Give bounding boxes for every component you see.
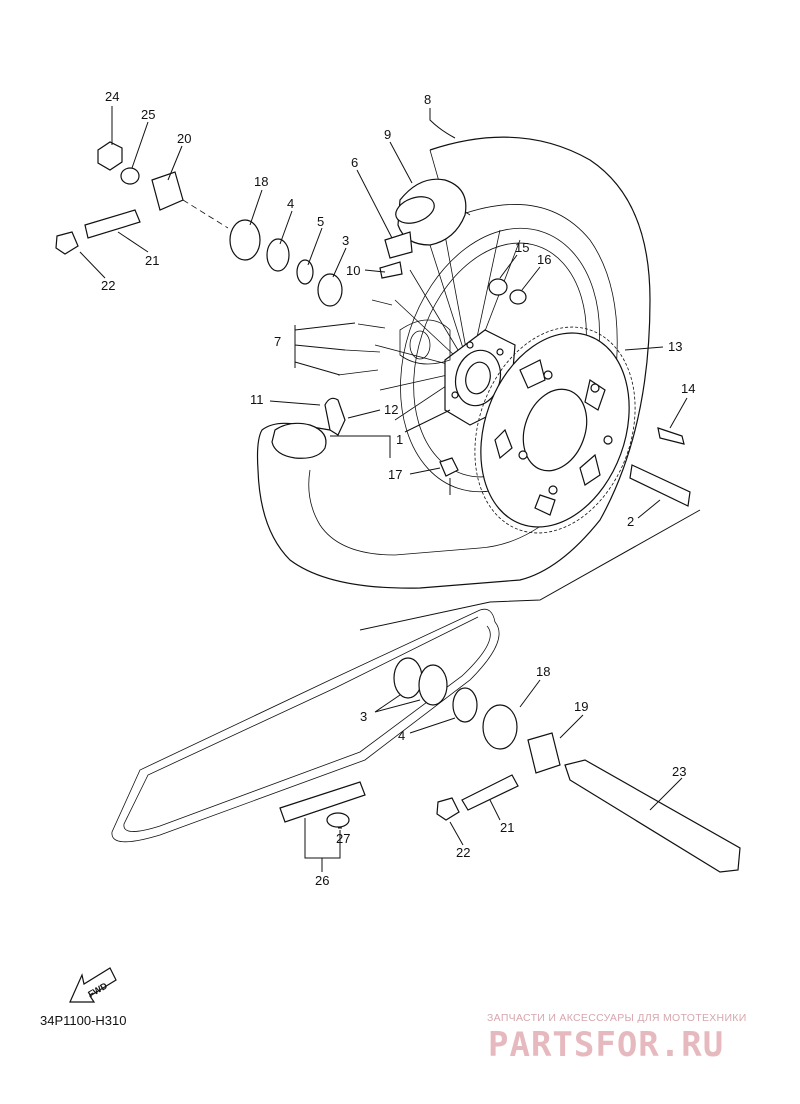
watermark-logo: PARTSFOR.RU [488, 1025, 725, 1065]
tube [395, 178, 467, 246]
callout-17: 17 [388, 467, 402, 482]
collar-2 [629, 464, 691, 507]
callout-labels: 24 25 20 8 9 6 18 4 5 3 21 22 10 15 16 7… [101, 89, 695, 888]
callout-5: 5 [317, 214, 324, 229]
callout-14: 14 [681, 381, 695, 396]
axle-parts-right [393, 657, 741, 873]
callout-21-lower: 21 [500, 820, 514, 835]
callout-21: 21 [145, 253, 159, 268]
callout-23: 23 [672, 764, 686, 779]
bolt-14 [657, 427, 685, 445]
valve-nut [379, 261, 403, 279]
callout-22: 22 [101, 278, 115, 293]
callout-6: 6 [351, 155, 358, 170]
sprocket [474, 326, 636, 534]
watermark-subtitle: ЗАПЧАСТИ И АКСЕССУАРЫ ДЛЯ МОТОТЕХНИКИ [487, 1012, 747, 1024]
callout-24: 24 [105, 89, 119, 104]
callout-27: 27 [336, 831, 350, 846]
callout-3: 3 [342, 233, 349, 248]
diagram-code: 34P1100-H310 [40, 1013, 127, 1028]
callout-7: 7 [274, 334, 281, 349]
callout-22-lower: 22 [456, 845, 470, 860]
callout-19: 19 [574, 699, 588, 714]
rim-band [384, 231, 413, 259]
nut-15 [488, 278, 508, 296]
callout-15: 15 [515, 240, 529, 255]
callout-18-lower: 18 [536, 664, 550, 679]
callout-11: 11 [250, 392, 264, 407]
callout-9: 9 [384, 127, 391, 142]
fwd-arrow-icon: FWD [69, 967, 117, 1003]
callout-12: 12 [384, 402, 398, 417]
callout-8: 8 [424, 92, 431, 107]
callout-10: 10 [346, 263, 360, 278]
callout-1: 1 [396, 432, 403, 447]
callout-3-lower: 3 [360, 709, 367, 724]
callout-18: 18 [254, 174, 268, 189]
callout-16: 16 [537, 252, 551, 267]
axle-parts-left [55, 141, 343, 307]
callout-25: 25 [141, 107, 155, 122]
callout-4: 4 [287, 196, 294, 211]
washer-16 [509, 289, 527, 305]
callout-4-lower: 4 [398, 728, 405, 743]
drive-chain [111, 608, 500, 843]
nut-17 [439, 457, 459, 477]
callout-13: 13 [668, 339, 682, 354]
callout-20: 20 [177, 131, 191, 146]
rim-lock-ring [271, 422, 327, 459]
callout-26: 26 [315, 873, 329, 888]
leader-lines [79, 106, 701, 872]
spoke-bolts [337, 299, 393, 376]
callout-2: 2 [627, 514, 634, 529]
rim-lock [324, 397, 346, 436]
